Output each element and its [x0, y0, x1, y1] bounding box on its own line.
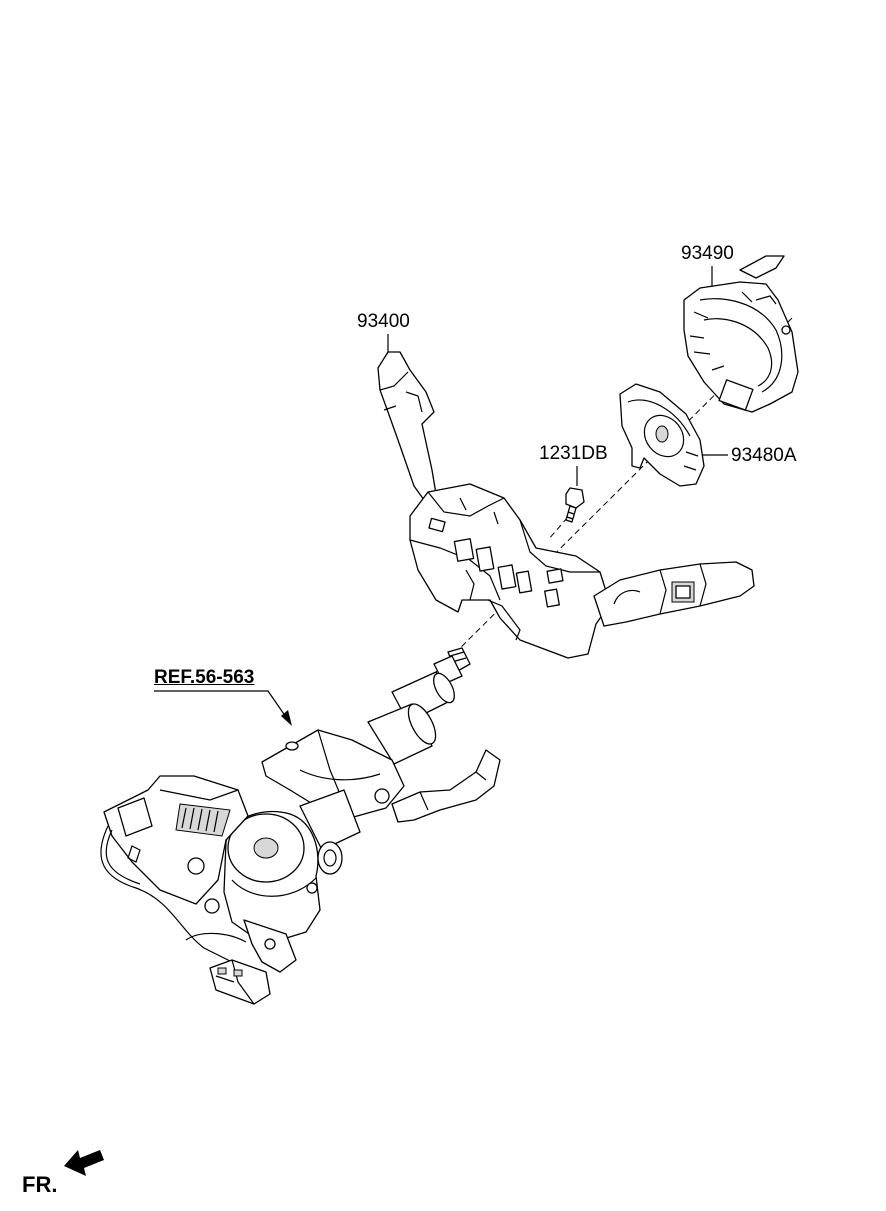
leader-ref-arrow	[281, 710, 292, 726]
bolt-part	[565, 487, 585, 523]
label-93480A: 93480A	[731, 445, 797, 466]
label-front: FR.	[22, 1172, 58, 1197]
bolt-axis-line	[547, 509, 575, 541]
label-93400: 93400	[357, 311, 410, 332]
label-93490: 93490	[681, 243, 734, 264]
leader-ref	[154, 690, 289, 721]
multifunction-switch-part	[377, 351, 755, 659]
label-ref-56-563: REF.56-563	[154, 667, 255, 688]
steering-column-part	[100, 647, 501, 1005]
clock-spring-part	[683, 255, 799, 413]
label-1231DB: 1231DB	[539, 443, 608, 464]
leader-lines	[154, 266, 728, 726]
front-arrow-icon	[64, 1150, 104, 1176]
angle-sensor-part	[619, 383, 705, 487]
